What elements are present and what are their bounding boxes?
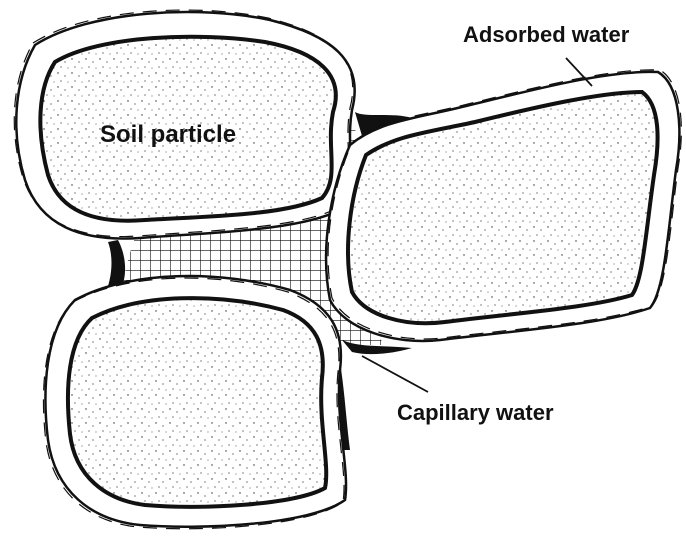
soil-particle-bottom-left [43,276,346,529]
label-capillary-water: Capillary water [397,400,554,425]
label-adsorbed-water: Adsorbed water [463,22,630,47]
soil-particle-right [326,70,681,341]
capillary-water-leader [362,356,428,392]
label-soil-particle: Soil particle [100,121,236,148]
